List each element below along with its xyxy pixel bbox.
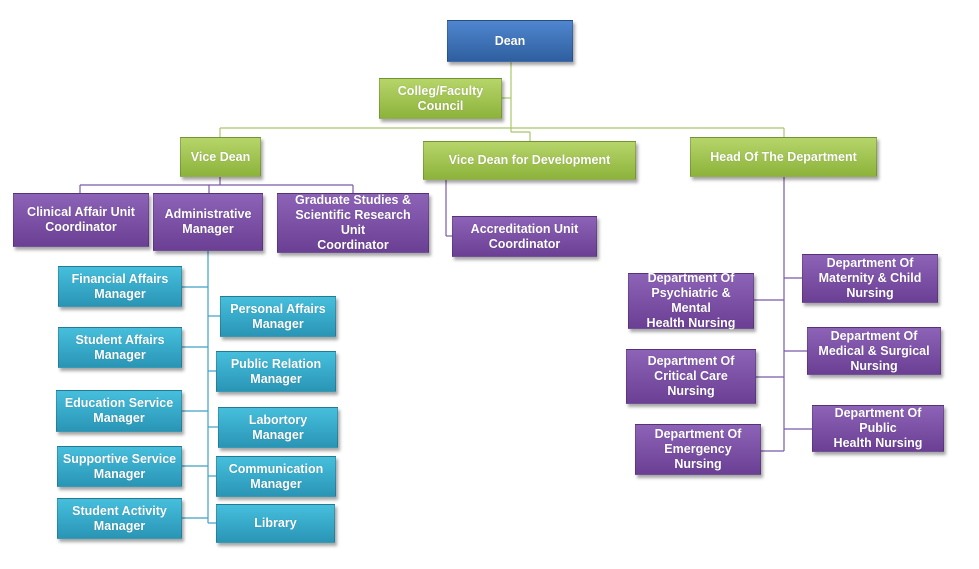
dept-public-health-label: Department Of Public Health Nursing [833, 406, 923, 450]
accreditation-unit-box: Accreditation Unit Coordinator [452, 216, 597, 257]
vice-dean-development-label: Vice Dean for Development [448, 153, 611, 167]
dept-maternity-label: Department Of Maternity & Child Nursing [818, 256, 922, 300]
education-service-manager-box: Education Service Manager [56, 390, 182, 432]
dept-psychiatric-box: Department Of Psychiatric & Mental Healt… [628, 271, 754, 330]
financial-affairs-manager-box: Financial Affairs Manager [58, 266, 182, 307]
accreditation-unit-label: Accreditation Unit Coordinator [470, 221, 579, 251]
personal-affairs-manager-label: Personal Affairs Manager [230, 301, 326, 331]
graduate-studies-unit-box: Graduate Studies & Scientific Research U… [277, 193, 429, 253]
student-activity-manager-box: Student Activity Manager [57, 498, 182, 539]
dept-critical-care-box: Department Of Critical Care Nursing [626, 349, 756, 404]
dept-maternity-box: Department Of Maternity & Child Nursing [802, 254, 938, 303]
supportive-service-manager-label: Supportive Service Manager [62, 451, 177, 481]
dean-label: Dean [494, 33, 526, 48]
supportive-service-manager-box: Supportive Service Manager [57, 446, 182, 487]
faculty-council-box: Colleg/Faculty Council [379, 78, 502, 119]
graduate-studies-unit-label: Graduate Studies & Scientific Research U… [295, 193, 411, 252]
laboratory-manager-label: Labortory Manager [248, 412, 308, 442]
vice-dean-development-box: Vice Dean for Development [423, 141, 636, 180]
faculty-council-label: Colleg/Faculty Council [397, 83, 484, 113]
dept-medical-surgical-box: Department Of Medical & Surgical Nursing [807, 327, 941, 375]
clinical-affair-unit-box: Clinical Affair Unit Coordinator [13, 193, 149, 247]
dept-medical-surgical-label: Department Of Medical & Surgical Nursing [818, 328, 930, 373]
dept-critical-care-label: Department Of Critical Care Nursing [647, 354, 735, 398]
clinical-affair-unit-label: Clinical Affair Unit Coordinator [27, 205, 135, 234]
student-affairs-manager-label: Student Affairs Manager [75, 332, 165, 362]
dept-psychiatric-label: Department Of Psychiatric & Mental Healt… [646, 271, 736, 330]
head-of-department-label: Head Of The Department [710, 149, 857, 164]
vice-dean-label: Vice Dean [190, 149, 251, 164]
dept-emergency-label: Department Of Emergency Nursing [654, 427, 742, 471]
library-label: Library [254, 516, 297, 530]
dept-emergency-box: Department Of Emergency Nursing [635, 424, 761, 475]
laboratory-manager-box: Labortory Manager [218, 407, 338, 448]
education-service-manager-label: Education Service Manager [64, 396, 174, 425]
communication-manager-box: Communication Manager [216, 456, 336, 497]
vice-dean-box: Vice Dean [180, 137, 261, 177]
student-affairs-manager-box: Student Affairs Manager [58, 327, 182, 368]
administrative-manager-label: Administrative Manager [164, 207, 252, 236]
head-of-department-box: Head Of The Department [690, 137, 877, 177]
dept-public-health-box: Department Of Public Health Nursing [812, 405, 944, 452]
communication-manager-label: Communication Manager [228, 461, 324, 491]
student-activity-manager-label: Student Activity Manager [72, 503, 167, 533]
financial-affairs-manager-label: Financial Affairs Manager [71, 271, 169, 301]
administrative-manager-box: Administrative Manager [153, 193, 263, 251]
dean-box: Dean [447, 20, 573, 62]
public-relation-manager-label: Public Relation Manager [230, 356, 322, 386]
public-relation-manager-box: Public Relation Manager [216, 351, 336, 392]
personal-affairs-manager-box: Personal Affairs Manager [220, 296, 336, 337]
library-box: Library [216, 504, 335, 543]
